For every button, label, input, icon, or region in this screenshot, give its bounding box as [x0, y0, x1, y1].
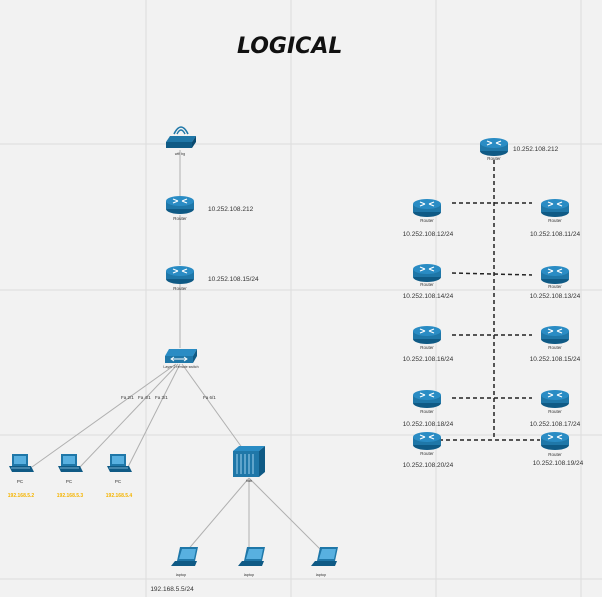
router-row-5-left[interactable]: Router 10.252.108.20/24: [403, 431, 454, 469]
router-row-3-left[interactable]: Router 10.252.108.16/24: [403, 325, 454, 363]
router-label: Router: [173, 286, 187, 291]
wifi-label: wifi bg: [175, 152, 185, 156]
laptop-3[interactable]: laptop: [311, 547, 338, 577]
laptop-icon: [238, 547, 265, 566]
router-ip: 10.252.108.14/24: [403, 293, 454, 300]
hub-icon: [233, 446, 265, 477]
port-label-fa6-1: Fa 6/1: [203, 395, 216, 400]
router-ip: 10.252.108.18/24: [403, 421, 454, 428]
router-label: Router: [548, 284, 562, 289]
router-ip: 10.252.108.15/24: [208, 276, 259, 283]
router-row-2-left[interactable]: Router 10.252.108.14/24: [403, 263, 454, 300]
router-label: Router: [420, 345, 434, 350]
laptop-label: laptop: [176, 573, 186, 577]
router-label: Router: [487, 156, 501, 161]
router-row-1-left[interactable]: Router 10.252.108.12/24: [403, 198, 454, 238]
router-icon: [479, 137, 509, 157]
router-label: Router: [420, 409, 434, 414]
router-row-3-right[interactable]: Router 10.252.108.15/24: [530, 325, 581, 363]
laptop-icon: [311, 547, 338, 566]
laptop-label: laptop: [244, 573, 254, 577]
router-ip: 10.252.108.16/24: [403, 356, 454, 363]
pc-ip: 192.168.5.4: [106, 493, 133, 499]
core-router[interactable]: Router 10.252.108.212: [479, 137, 559, 161]
switch-icon: [165, 349, 197, 363]
router-label: Router: [548, 452, 562, 457]
router-row-5-right[interactable]: Router 10.252.108.19/24: [533, 431, 584, 467]
wireless-icon: [166, 126, 196, 148]
pc-label: PC: [17, 479, 24, 484]
router-ip: 10.252.108.13/24: [530, 293, 581, 300]
router-row-4-right[interactable]: Router 10.252.108.17/24: [530, 389, 581, 428]
router-icon: [412, 325, 442, 345]
pc-3[interactable]: PC 192.168.5.4: [106, 453, 133, 499]
pc-icon: [57, 453, 84, 473]
router-label: Router: [173, 216, 187, 221]
pc-1[interactable]: PC 192.168.5.2: [8, 453, 35, 499]
port-label-fa2-1: Fa 2/1: [121, 395, 134, 400]
router-icon: [412, 198, 442, 218]
router-icon: [540, 198, 570, 218]
diagram-title: LOGICAL: [237, 34, 342, 59]
router-icon: [540, 265, 570, 285]
wifi-access-point[interactable]: wifi bg: [166, 126, 196, 156]
router-row-1-right[interactable]: Router 10.252.108.11/24: [530, 198, 581, 238]
pc-icon: [8, 453, 35, 473]
laptop-ip: 192.168.5.5/24: [150, 586, 194, 593]
pc-2[interactable]: PC 192.168.5.3: [57, 453, 84, 499]
router-label: Router: [420, 282, 434, 287]
left-router-2[interactable]: Router 10.252.108.15/24: [165, 265, 259, 291]
router-icon: [412, 389, 442, 409]
pc-icon: [106, 453, 133, 473]
left-router-1[interactable]: Router 10.252.108.212: [165, 195, 254, 221]
router-ip: 10.252.108.212: [208, 206, 254, 213]
router-icon: [165, 265, 195, 285]
router-label: Router: [548, 345, 562, 350]
laptop-2[interactable]: laptop: [238, 547, 265, 577]
router-ip: 10.252.108.20/24: [403, 462, 454, 469]
router-icon: [165, 195, 195, 215]
pc-ip: 192.168.5.3: [57, 493, 84, 499]
router-ip: 10.252.108.15/24: [530, 356, 581, 363]
router-icon: [540, 389, 570, 409]
router-ip: 10.252.108.212: [513, 146, 559, 153]
router-label: Router: [548, 218, 562, 223]
router-row-2-right[interactable]: Router 10.252.108.13/24: [530, 265, 581, 300]
pc-label: PC: [66, 479, 73, 484]
router-ip: 10.252.108.19/24: [533, 460, 584, 467]
port-labels: Fa 2/1 Fa 4/1 Fa 3/1 Fa 6/1: [121, 395, 216, 400]
right-dashed-links: [432, 160, 540, 441]
router-label: Router: [548, 409, 562, 414]
switch-label: Layer 2 remote switch: [163, 365, 198, 369]
left-links: [31, 150, 324, 553]
laptop-label: laptop: [316, 573, 326, 577]
hub[interactable]: hub: [233, 446, 265, 483]
pc-label: PC: [115, 479, 122, 484]
laptop-1[interactable]: laptop 192.168.5.5/24: [150, 547, 198, 593]
pc-ip: 192.168.5.2: [8, 493, 35, 499]
router-icon: [540, 431, 570, 451]
port-label-fa3-1: Fa 3/1: [155, 395, 168, 400]
router-label: Router: [420, 218, 434, 223]
router-icon: [412, 431, 442, 451]
router-icon: [412, 263, 442, 283]
laptop-icon: [171, 547, 198, 566]
router-label: Router: [420, 451, 434, 456]
router-ip: 10.252.108.17/24: [530, 421, 581, 428]
hub-label: hub: [246, 479, 252, 483]
layer2-switch[interactable]: Layer 2 remote switch: [163, 349, 199, 369]
router-row-4-left[interactable]: Router 10.252.108.18/24: [403, 389, 454, 428]
router-icon: [540, 325, 570, 345]
port-label-fa4-1: Fa 4/1: [138, 395, 151, 400]
router-ip: 10.252.108.11/24: [530, 231, 581, 238]
router-ip: 10.252.108.12/24: [403, 231, 454, 238]
